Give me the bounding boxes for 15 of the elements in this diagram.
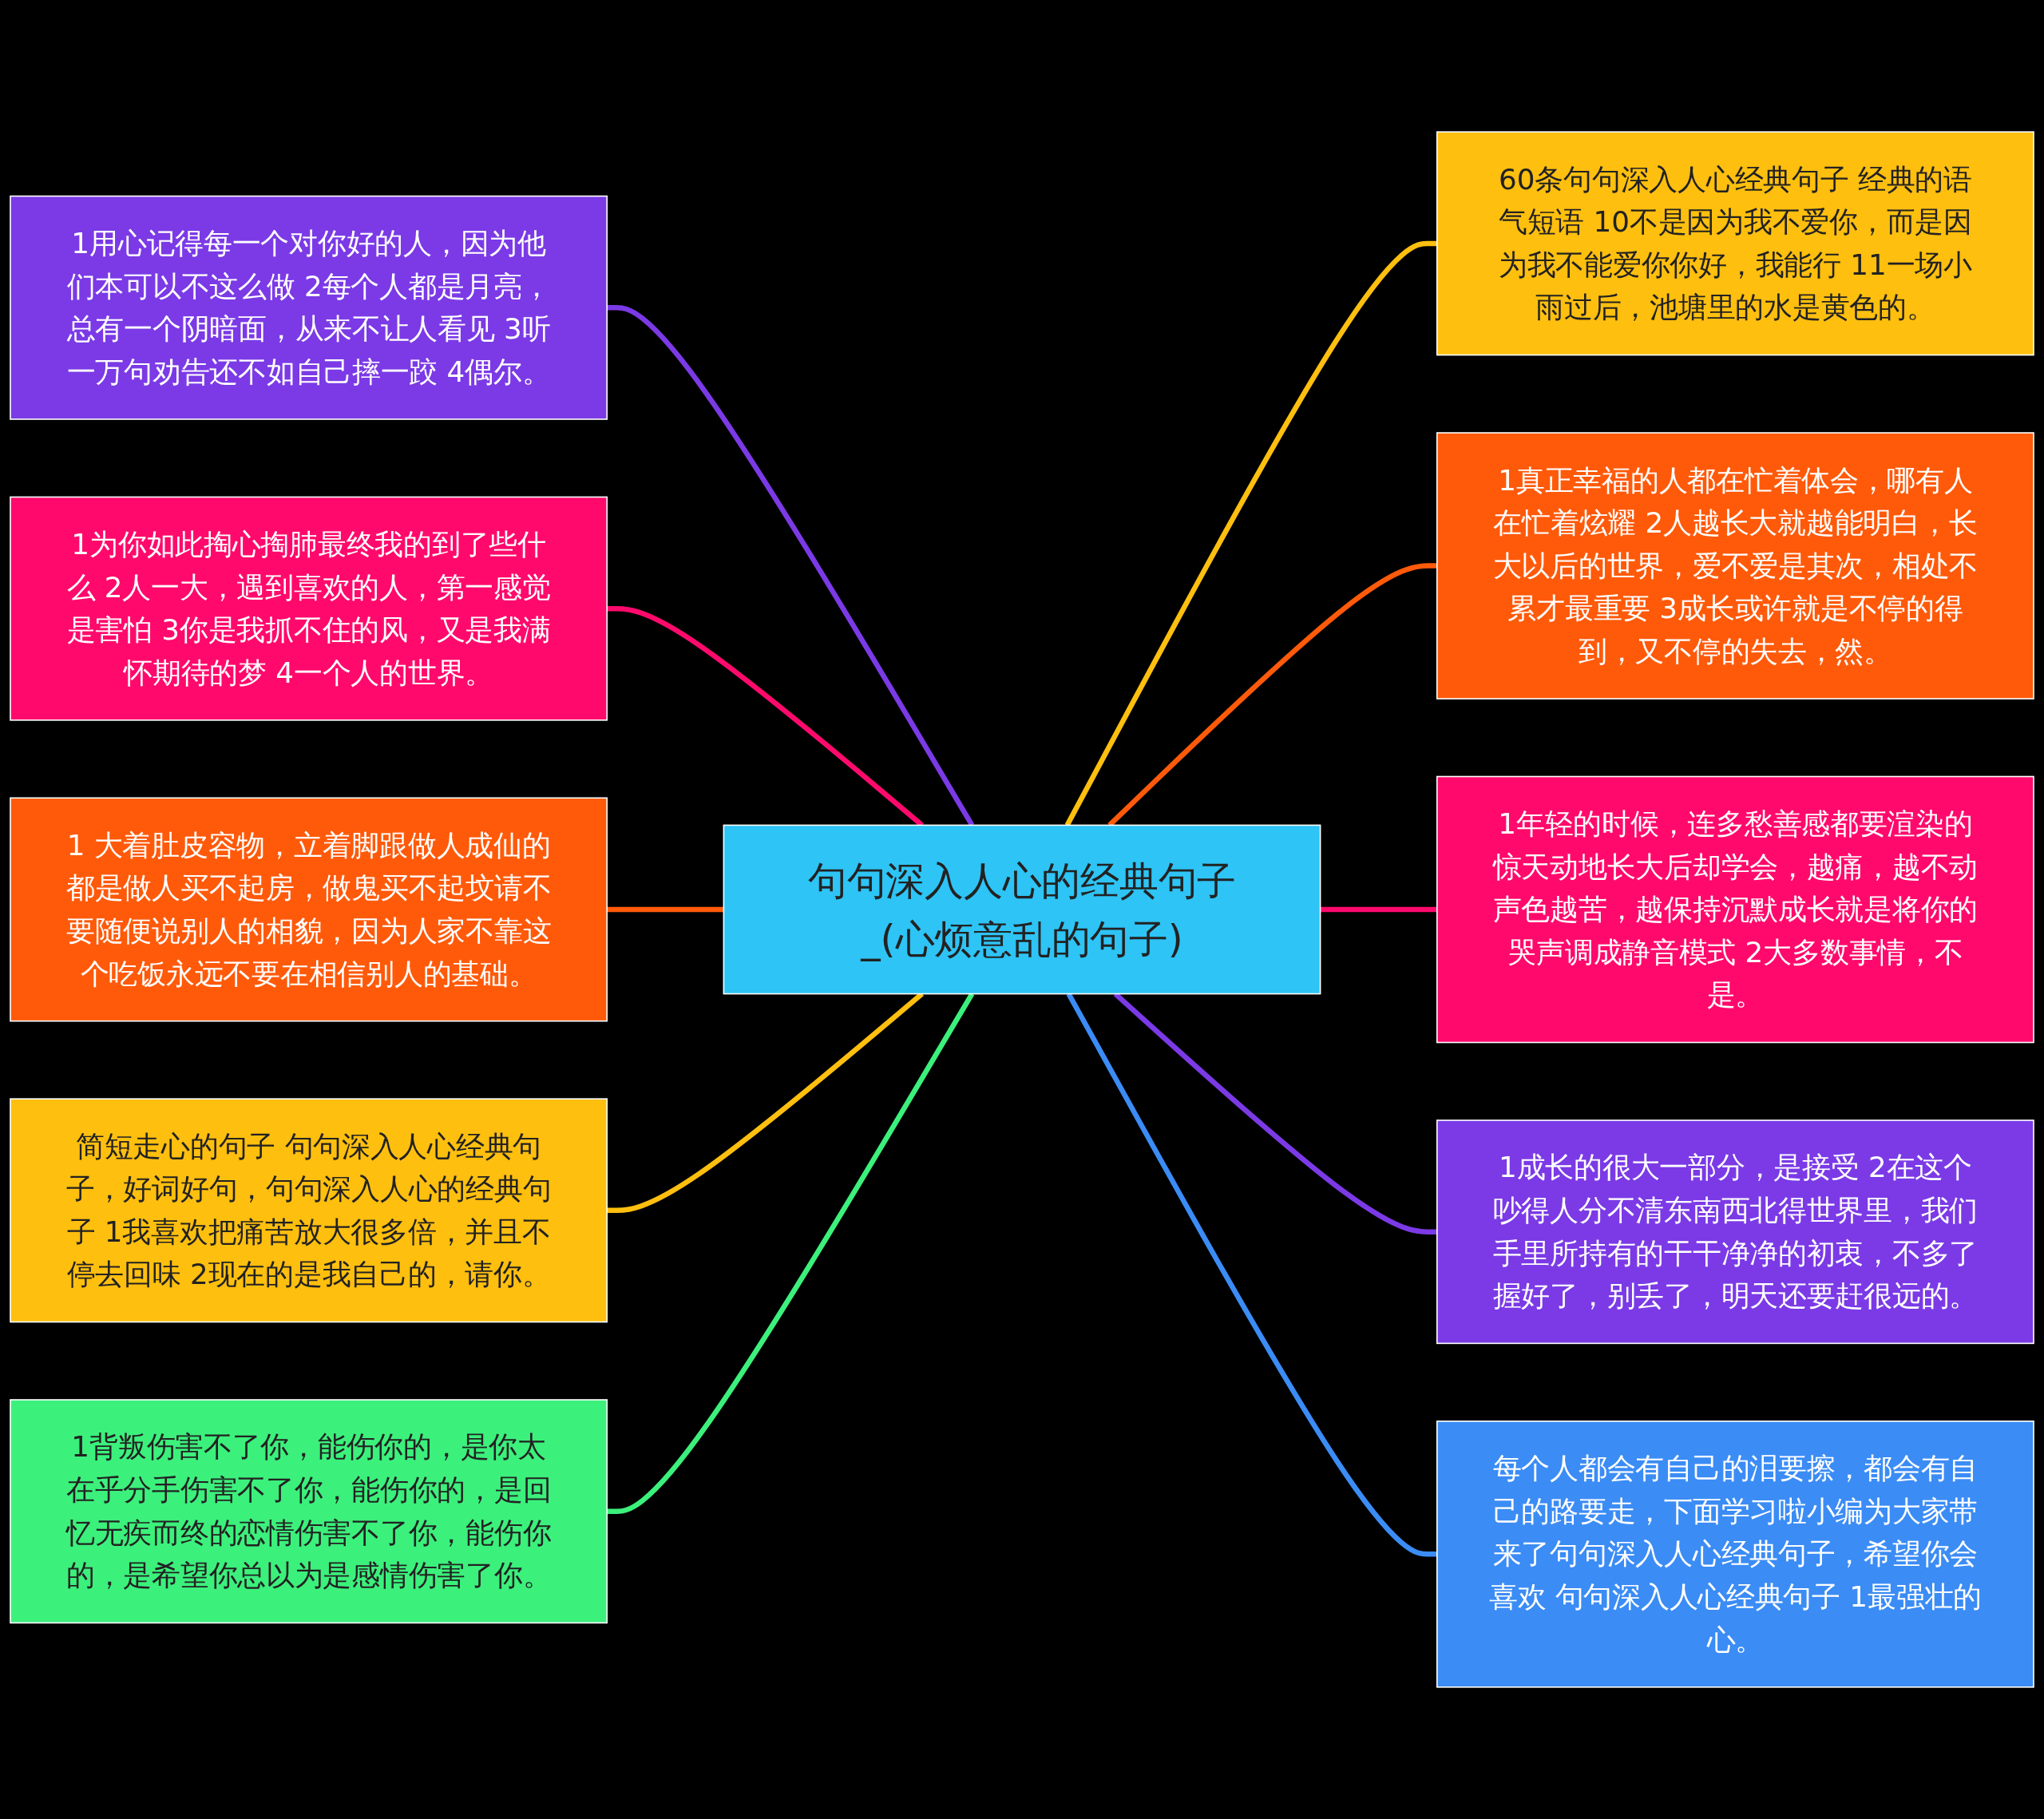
node-box <box>10 1098 608 1323</box>
node-box <box>1436 1421 2034 1688</box>
connector <box>1320 906 1437 913</box>
node-box <box>1436 131 2034 356</box>
connector <box>1066 993 1437 1557</box>
node-box <box>723 824 1321 995</box>
connector <box>1064 240 1437 826</box>
node-box <box>1436 775 2034 1044</box>
node-box <box>1436 432 2034 699</box>
node-box <box>10 1399 608 1624</box>
node-box <box>10 496 608 721</box>
node-box <box>10 797 608 1022</box>
connector <box>607 906 724 913</box>
node-box <box>10 195 608 420</box>
node-box <box>1436 1120 2034 1345</box>
